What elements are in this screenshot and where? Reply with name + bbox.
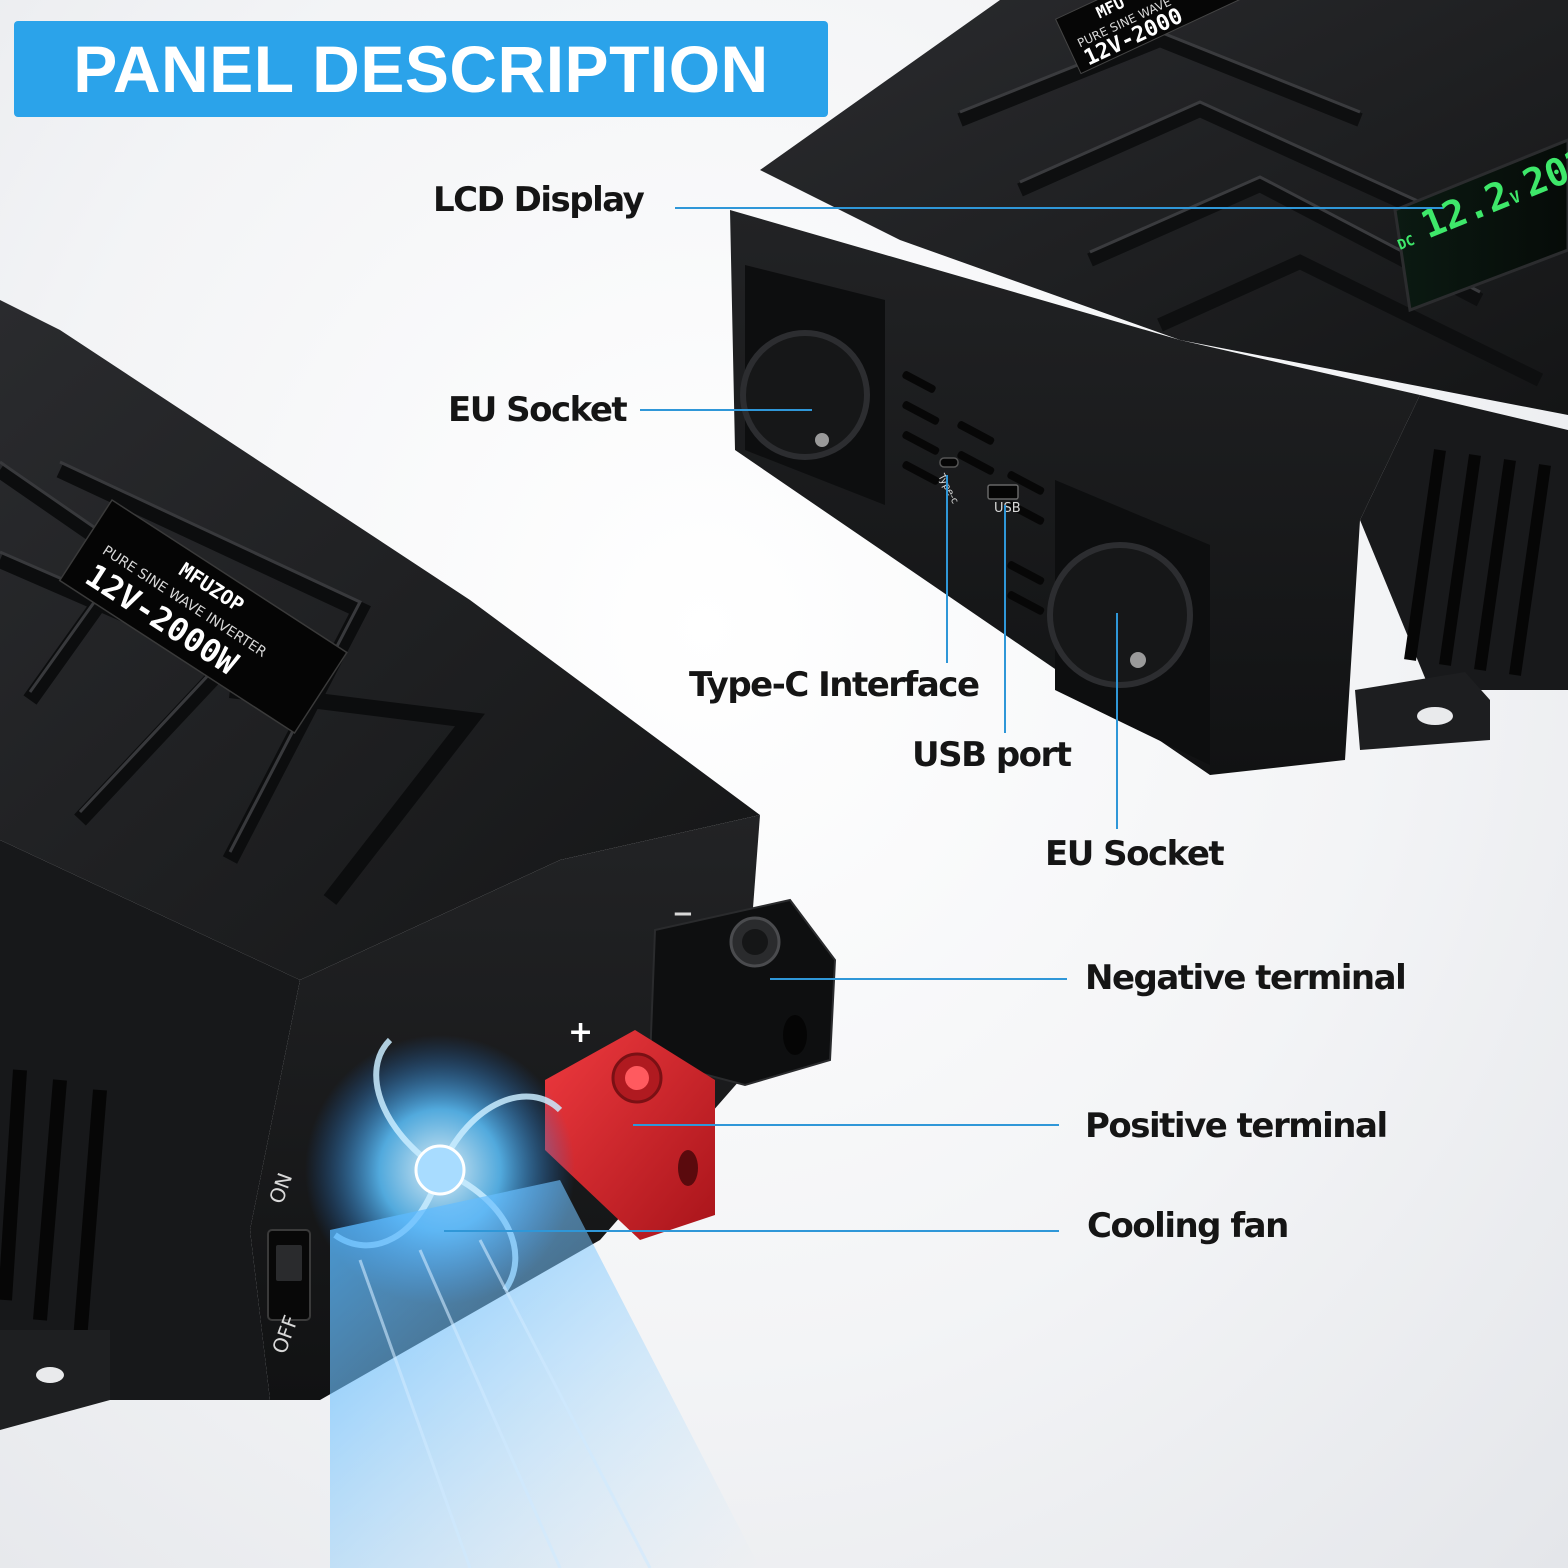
lcd-dc-label: DC — [1396, 233, 1418, 254]
callout-type-c-interface: Type-C Interface — [689, 665, 980, 705]
callout-negative-terminal: Negative terminal — [1085, 958, 1407, 998]
usb-port-label: USB — [994, 501, 1021, 516]
leader-cooling-fan — [444, 1230, 1059, 1232]
leader-negative-terminal — [770, 978, 1067, 980]
page-title: PANEL DESCRIPTION — [73, 32, 769, 106]
negative-sign: − — [672, 899, 694, 929]
leader-eu-socket-left — [640, 409, 812, 411]
positive-sign: + — [568, 1015, 593, 1050]
callout-positive-terminal: Positive terminal — [1085, 1106, 1388, 1146]
leader-type-c-interface — [946, 475, 948, 663]
callout-eu-socket-right: EU Socket — [1045, 834, 1225, 874]
leader-lcd-display — [675, 207, 1443, 209]
callout-eu-socket-left: EU Socket — [448, 390, 628, 430]
leader-positive-terminal — [633, 1124, 1059, 1126]
title-banner: PANEL DESCRIPTION — [14, 21, 828, 117]
callout-cooling-fan: Cooling fan — [1087, 1206, 1289, 1246]
callout-lcd-display: LCD Display — [433, 180, 645, 220]
bottom-inverter — [0, 300, 837, 1568]
top-inverter — [730, 0, 1568, 775]
leader-eu-socket-right — [1116, 613, 1118, 829]
leader-usb-port — [1004, 505, 1006, 733]
callout-usb-port: USB port — [912, 735, 1072, 775]
